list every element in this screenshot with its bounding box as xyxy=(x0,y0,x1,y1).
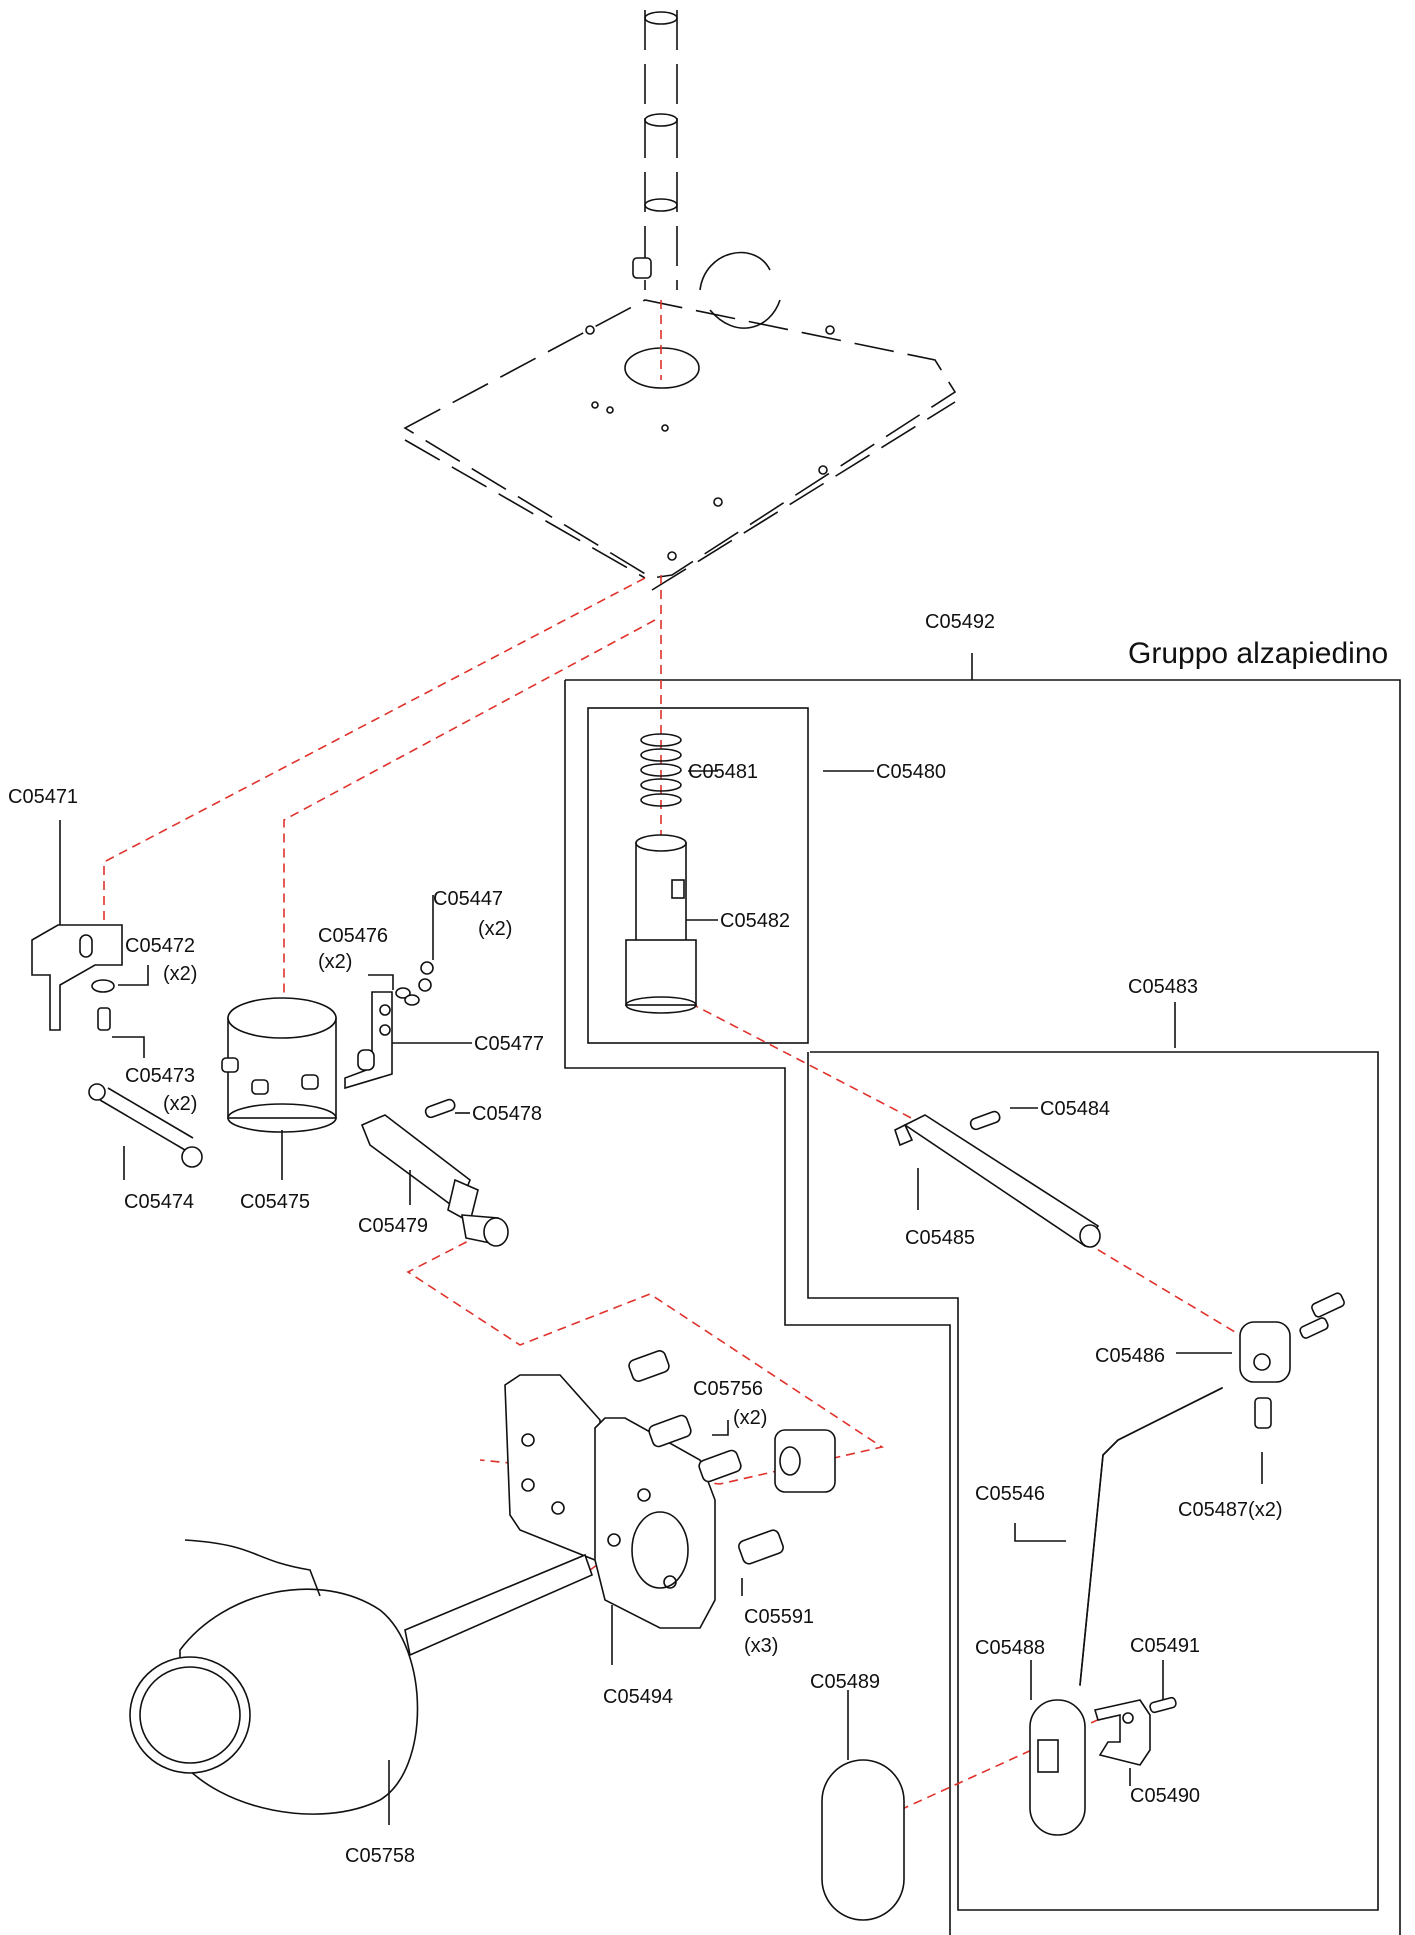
label-c05491: C05491 xyxy=(1130,1635,1200,1657)
lever-rod-c05546 xyxy=(1079,1387,1223,1686)
label-c05485: C05485 xyxy=(905,1227,975,1249)
washer-c05472 xyxy=(91,979,115,993)
label-c05477: C05477 xyxy=(474,1033,544,1055)
screw-c05491 xyxy=(1149,1696,1177,1714)
label-c05758: C05758 xyxy=(345,1845,415,1867)
label-c05546: C05546 xyxy=(975,1483,1045,1505)
subgroup-frame-c05483 xyxy=(807,1051,1379,1911)
sleeve-c05482 xyxy=(625,834,697,1014)
lever-hub-c05486 xyxy=(1239,1292,1345,1383)
label-c05484: C05484 xyxy=(1040,1098,1110,1120)
label-c05756: C05756 xyxy=(693,1378,763,1400)
label-c05490: C05490 xyxy=(1130,1785,1200,1807)
shaft-c05485 xyxy=(894,1114,1101,1248)
label-c05481: C05481 xyxy=(688,761,758,783)
group-frame-c05492 xyxy=(564,679,1401,1935)
label-c05472: C05472 xyxy=(125,935,195,957)
label-c05487: C05487(x2) xyxy=(1178,1499,1283,1521)
plate-c05494 xyxy=(504,1374,716,1629)
label-c05591-qty: (x3) xyxy=(744,1635,778,1657)
spacer xyxy=(774,1429,836,1493)
leader-lines xyxy=(59,653,1263,1825)
label-c05488: C05488 xyxy=(975,1637,1045,1659)
spring-c05474 xyxy=(88,1083,203,1168)
group-title: Gruppo alzapiedino xyxy=(1128,637,1388,670)
label-c05473: C05473 xyxy=(125,1065,195,1087)
label-c05475: C05475 xyxy=(240,1191,310,1213)
label-c05471: C05471 xyxy=(8,786,78,808)
block-c05475 xyxy=(221,997,337,1133)
label-c05494: C05494 xyxy=(603,1686,673,1708)
motor-c05758 xyxy=(129,1539,593,1815)
bracket-c05471 xyxy=(31,924,123,1031)
label-c05479: C05479 xyxy=(358,1215,428,1237)
knee-pad-c05488 xyxy=(1029,1699,1086,1836)
screws-c05591 xyxy=(738,1529,784,1565)
label-c05447: C05447 xyxy=(433,888,503,910)
label-c05476-qty: (x2) xyxy=(318,951,352,973)
label-c05489: C05489 xyxy=(810,1671,880,1693)
label-c05478: C05478 xyxy=(472,1103,542,1125)
label-c05483: C05483 xyxy=(1128,976,1198,998)
vertical-shaft-phantom xyxy=(632,10,678,290)
label-c05756-qty: (x2) xyxy=(733,1407,767,1429)
label-c05476: C05476 xyxy=(318,925,388,947)
fasteners-c05447-c05476 xyxy=(395,961,434,1006)
label-c05480: C05480 xyxy=(876,761,946,783)
pin-c05484 xyxy=(969,1110,1001,1131)
label-c05472-qty: (x2) xyxy=(163,963,197,985)
pad-c05489 xyxy=(821,1759,905,1921)
bracket-c05490 xyxy=(1093,1699,1151,1766)
label-c05591: C05591 xyxy=(744,1606,814,1628)
label-c05447-qty: (x2) xyxy=(478,918,512,940)
screws-c05487 xyxy=(1254,1317,1329,1429)
screws-c05756 xyxy=(628,1350,742,1483)
screw-c05473 xyxy=(97,1007,111,1031)
label-c05474: C05474 xyxy=(124,1191,194,1213)
bracket-c05477 xyxy=(344,991,393,1090)
pin-c05478 xyxy=(424,1098,456,1119)
label-c05486: C05486 xyxy=(1095,1345,1165,1367)
label-c05473-qty: (x2) xyxy=(163,1093,197,1115)
spring-c05481 xyxy=(640,733,682,807)
crank-c05479 xyxy=(360,1114,509,1247)
subgroup-frame-c05480 xyxy=(587,707,809,1044)
base-plate-phantom xyxy=(403,251,957,591)
label-c05492: C05492 xyxy=(925,611,995,633)
label-c05482: C05482 xyxy=(720,910,790,932)
